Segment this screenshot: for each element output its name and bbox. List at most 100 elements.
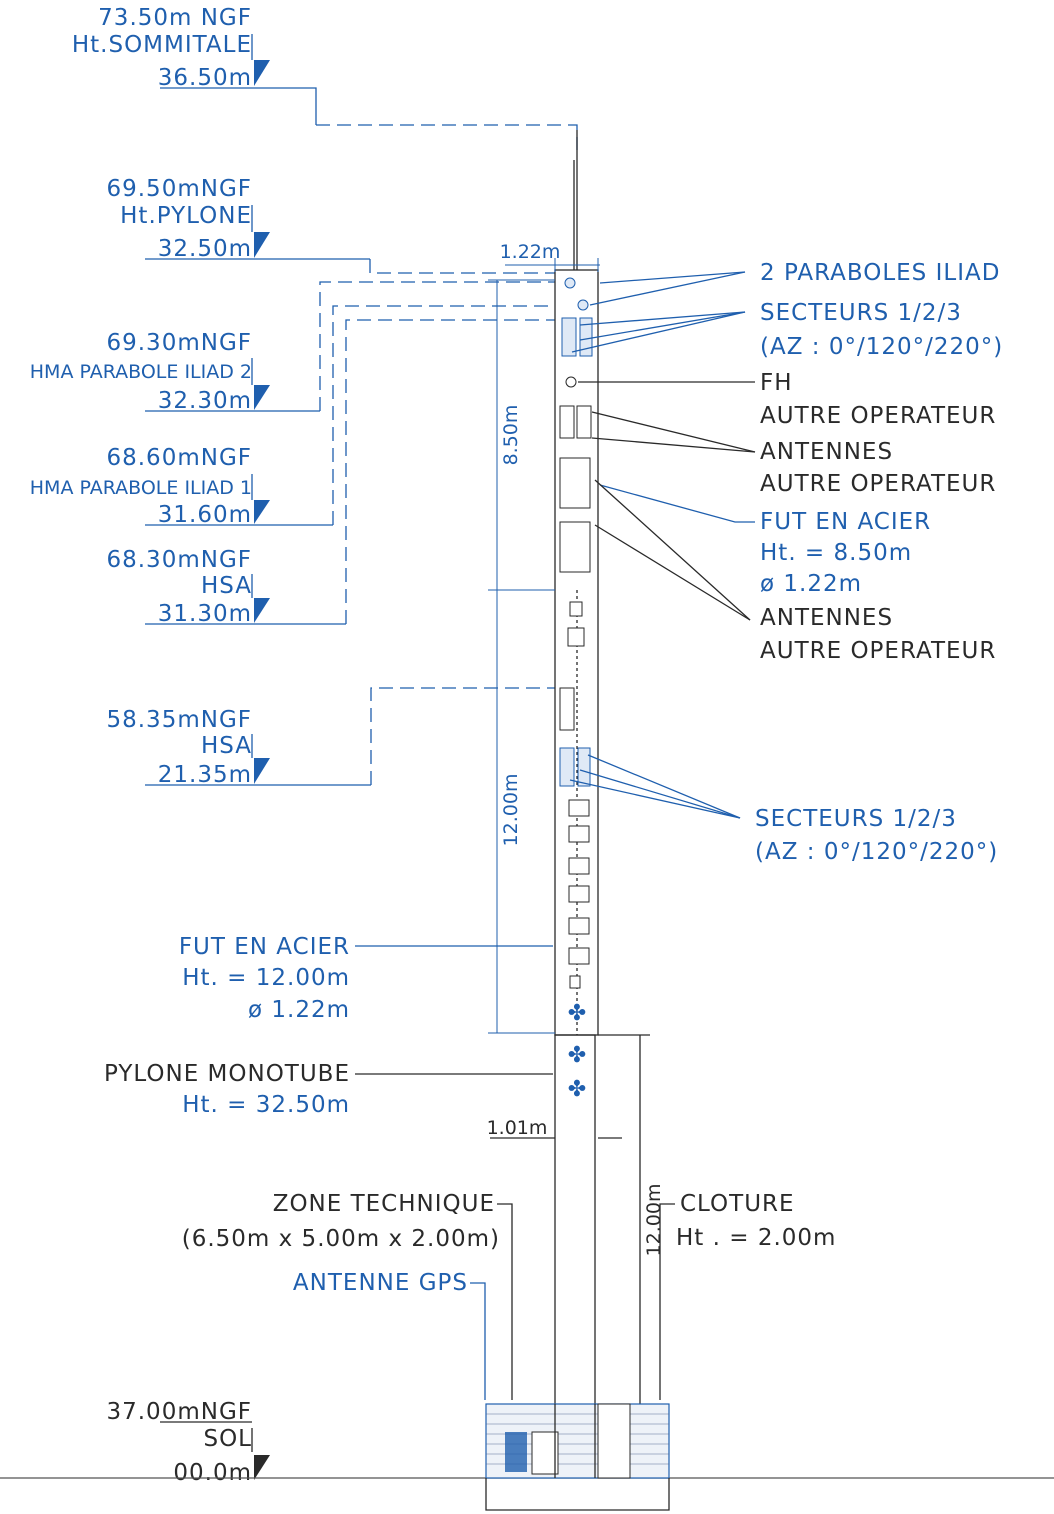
callout-gps: ANTENNE GPS [293,1270,486,1400]
callout-fut-top-text: FUT EN ACIER [760,509,931,535]
dimension-lower-section: 12.00m [598,1034,665,1405]
dish-iliad-2-icon [564,277,576,289]
level-hsa-upper-height: 31.30m [158,601,252,627]
level-pylone-height: 32.50m [158,236,252,262]
dimension-base-diameter: 1.01m [487,1117,622,1139]
level-hsa-upper-label: HSA [201,573,252,599]
callout-fut-mid-diameter-text: ø 1.22m [248,997,350,1023]
callout-zone-text: ZONE TECHNIQUE [273,1191,495,1217]
gps-cabinet-icon [505,1432,527,1472]
level-iliad1-label: HMA PARABOLE ILIAD 1 [30,477,252,499]
dimension-upper-section: 8.50m [488,279,555,591]
callout-fh-text: FH [760,370,793,396]
level-marker-icon [254,758,270,784]
level-iliad2-height: 32.30m [158,388,252,414]
callout-fut-mid: FUT EN ACIER Ht. = 12.00m ø 1.22m [179,934,553,1023]
rru-unit-icon [568,857,590,875]
level-iliad-2: 69.30mNGF HMA PARABOLE ILIAD 2 32.30m [30,281,555,414]
level-hsa-lower-height: 21.35m [158,762,252,788]
level-marker-icon [254,598,270,623]
rru-unit-icon [568,825,590,843]
level-hsa-upper: 68.30mNGF HSA 31.30m [106,319,555,627]
level-hsa-lower-label: HSA [201,733,252,759]
sector-antenna-top-icon [561,317,577,357]
level-sommitale-ngf: 73.50m NGF [98,5,252,31]
level-marker-icon [254,1455,270,1480]
callout-cloture-text: CLOTURE [680,1191,795,1217]
callout-fut-mid-text: FUT EN ACIER [179,934,350,960]
dimension-top-diameter: 1.22m [500,241,600,272]
callout-antennes2-text: ANTENNES [760,605,893,631]
cable-ladder-icon: ✤ [568,1001,586,1026]
level-pylone-ngf: 69.50mNGF [106,176,252,202]
rru-unit-icon [568,799,590,817]
operator-antenna-icon [576,405,592,439]
equipment-cabinet-icon [531,1431,559,1475]
callout-fut-mid-height-text: Ht. = 12.00m [182,965,350,991]
callout-paraboles: 2 PARABOLES ILIAD [589,260,1000,306]
callout-antennes1-operator-text: AUTRE OPERATEUR [760,471,996,497]
dish-iliad-1-icon [577,299,589,311]
dim-lower-section-text: 12.00m [643,1184,665,1257]
dim-top-diameter-text: 1.22m [500,241,561,263]
callout-fh-operator-text: AUTRE OPERATEUR [760,403,996,429]
dimension-middle-section: 12.00m [488,590,555,1034]
dim-upper-section-text: 8.50m [500,405,522,466]
level-iliad2-label: HMA PARABOLE ILIAD 2 [30,361,252,383]
callout-sectors-mid-text: SECTEURS 1/2/3 [755,806,957,832]
callout-cloture: CLOTURE Ht . = 2.00m [659,1191,835,1400]
sector-antenna-mid-icon [559,747,575,787]
rru-unit-icon [569,975,581,989]
level-sommitale-label: Ht.SOMMITALE [72,32,252,58]
callout-fut-top-diameter-text: ø 1.22m [760,571,862,597]
sector-antenna-icon [559,687,575,731]
level-pylone: 69.50mNGF Ht.PYLONE 32.50m [106,176,555,274]
callout-fut-top: FUT EN ACIER Ht. = 8.50m ø 1.22m [599,484,931,597]
callout-sectors-mid: SECTEURS 1/2/3 (AZ : 0°/120°/220°) [569,754,998,865]
callout-antennes-1: ANTENNES AUTRE OPERATEUR [591,411,996,497]
sector-antenna-top-icon [579,317,593,357]
equipment-box-icon [567,627,585,647]
callout-antennes-2: ANTENNES AUTRE OPERATEUR [594,479,996,664]
callout-sectors-top-text: SECTEURS 1/2/3 [760,300,962,326]
level-marker-icon [254,60,270,86]
callout-zone-dims-text: (6.50m x 5.00m x 2.00m) [182,1226,500,1252]
level-sommitale-height: 36.50m [158,65,252,91]
dim-middle-section-text: 12.00m [500,774,522,847]
callout-azimuth-top-text: (AZ : 0°/120°/220°) [760,334,1003,360]
sector-antenna-mid-icon [577,747,591,787]
callout-fut-top-height-text: Ht. = 8.50m [760,540,912,566]
callout-antennes2-operator-text: AUTRE OPERATEUR [760,638,996,664]
rru-unit-icon [568,947,590,965]
level-iliad1-height: 31.60m [158,502,252,528]
level-sol-label: SOL [203,1426,252,1452]
operator-antenna-icon [559,457,591,509]
level-iliad1-ngf: 68.60mNGF [106,445,252,471]
pylon-equipment: ✤ ✤ ✤ [559,277,593,1102]
callout-paraboles-text: 2 PARABOLES ILIAD [760,260,1000,286]
callout-azimuth-mid-text: (AZ : 0°/120°/220°) [755,839,998,865]
level-marker-icon [254,385,270,410]
level-sommitale: 73.50m NGF Ht.SOMMITALE 36.50m [72,5,578,150]
callout-antennes1-text: ANTENNES [760,439,893,465]
operator-antenna-icon [559,405,575,439]
level-marker-icon [254,232,270,258]
level-iliad-1: 68.60mNGF HMA PARABOLE ILIAD 1 31.60m [30,305,555,528]
level-hsa-upper-ngf: 68.30mNGF [106,547,252,573]
operator-antenna-icon [559,521,591,573]
technical-zone [485,1403,670,1511]
level-pylone-label: Ht.PYLONE [120,203,252,229]
rru-unit-icon [568,885,590,903]
level-hsa-lower-ngf: 58.35mNGF [106,707,252,733]
level-marker-icon [254,500,270,524]
dim-base-diameter-text: 1.01m [487,1117,548,1139]
cable-ladder-icon: ✤ [568,1043,586,1068]
callout-fh: FH AUTRE OPERATEUR [578,370,996,429]
callout-pylone-height-text: Ht. = 32.50m [182,1092,350,1118]
callout-gps-text: ANTENNE GPS [293,1270,468,1296]
fh-dish-icon [565,376,577,388]
callout-pylone-text: PYLONE MONOTUBE [104,1061,350,1087]
callout-pylone: PYLONE MONOTUBE Ht. = 32.50m [104,1061,553,1118]
level-hsa-lower: 58.35mNGF HSA 21.35m [106,687,555,788]
